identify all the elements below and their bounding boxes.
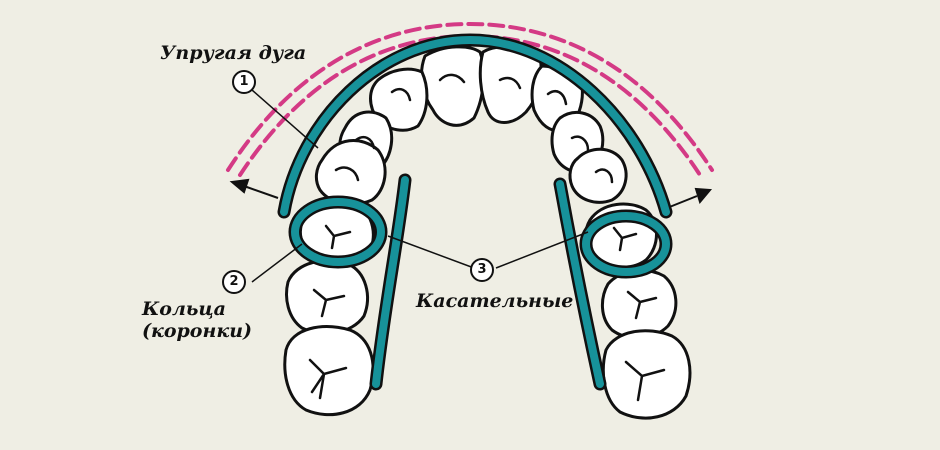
tooth-molar-left-1 — [285, 259, 369, 335]
elastic-arch-wire — [277, 33, 673, 219]
label-tangents: Касательные — [416, 290, 574, 312]
label-rings-line2: (коронки) — [142, 320, 252, 342]
tooth-premolar-right-1 — [568, 147, 628, 204]
tooth-molar-left-2 — [283, 325, 375, 417]
tangent-bars — [369, 173, 607, 391]
label-elastic-arch: Упругая дуга — [160, 42, 307, 64]
marker-3: 3 — [470, 258, 494, 282]
crown-rings — [288, 195, 673, 279]
tooth-premolar-left-1 — [314, 139, 387, 206]
expansion-arc-outer — [226, 21, 714, 172]
label-rings-line1: Кольца — [142, 298, 226, 320]
arrow-right-head — [694, 187, 713, 205]
marker-1: 1 — [232, 70, 256, 94]
tooth-incisor-left-lateral — [369, 67, 429, 132]
marker-2: 2 — [222, 270, 246, 294]
leader-lines — [251, 89, 589, 283]
arrow-left-head — [229, 178, 250, 194]
tooth-fissures — [308, 73, 666, 402]
tooth-incisor-left-central — [420, 45, 486, 127]
